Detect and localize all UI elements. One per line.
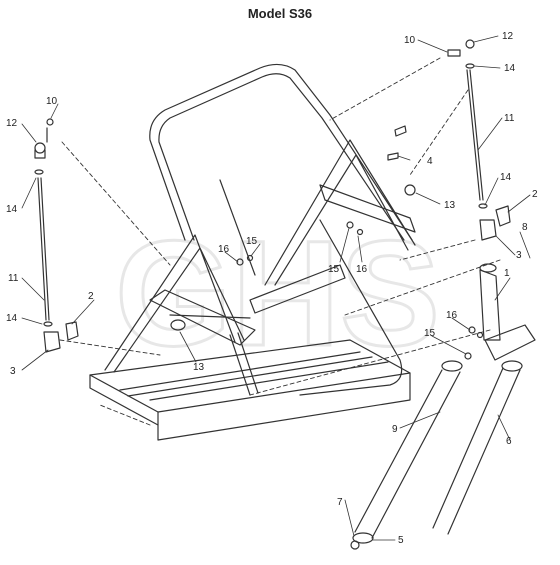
roll-bar-hoop — [149, 63, 413, 396]
left-side-frame — [104, 234, 256, 373]
part-number-labels: 10 12 14 11 14 2 3 10 12 14 11 14 2 3 4 … — [6, 31, 538, 546]
part-label: 10 — [46, 96, 58, 107]
part-label: 16 — [356, 264, 368, 275]
part-label: 3 — [516, 250, 522, 261]
part-label: 13 — [193, 362, 205, 373]
part-label: 5 — [398, 535, 404, 546]
diagram-title: Model S36 — [247, 6, 313, 21]
part-label: 11 — [8, 273, 19, 284]
part-label: 10 — [404, 35, 416, 46]
part-label: 15 — [328, 264, 340, 275]
part-label: 4 — [427, 156, 433, 167]
part-label: 7 — [337, 497, 343, 508]
part-label: 9 — [392, 424, 398, 435]
part-label: 12 — [502, 31, 514, 42]
part-label: 11 — [504, 113, 515, 124]
part-label: 13 — [444, 200, 456, 211]
part-label: 16 — [218, 244, 230, 255]
callout-leaders — [21, 35, 531, 541]
part-label: 14 — [6, 313, 18, 324]
part-label: 8 — [522, 222, 528, 233]
hardware-bolts — [170, 125, 484, 360]
right-strut-assembly — [447, 39, 511, 241]
left-strut-assembly — [34, 118, 79, 353]
tube-parts — [350, 263, 536, 550]
part-label: 2 — [532, 189, 538, 200]
right-side-frame — [249, 139, 416, 314]
part-label: 14 — [6, 204, 18, 215]
part-label: 14 — [504, 63, 516, 74]
part-label: 16 — [446, 310, 458, 321]
watermark-logo: GHS — [115, 209, 440, 377]
part-label: 1 — [504, 268, 510, 279]
part-label: 14 — [500, 172, 512, 183]
part-label: 2 — [88, 291, 94, 302]
part-label: 6 — [506, 436, 512, 447]
part-label: 15 — [246, 236, 258, 247]
part-label: 3 — [10, 366, 16, 377]
leader-lines — [59, 57, 501, 426]
part-label: 12 — [6, 118, 18, 129]
base-frame — [89, 332, 411, 441]
part-label: 15 — [424, 328, 436, 339]
